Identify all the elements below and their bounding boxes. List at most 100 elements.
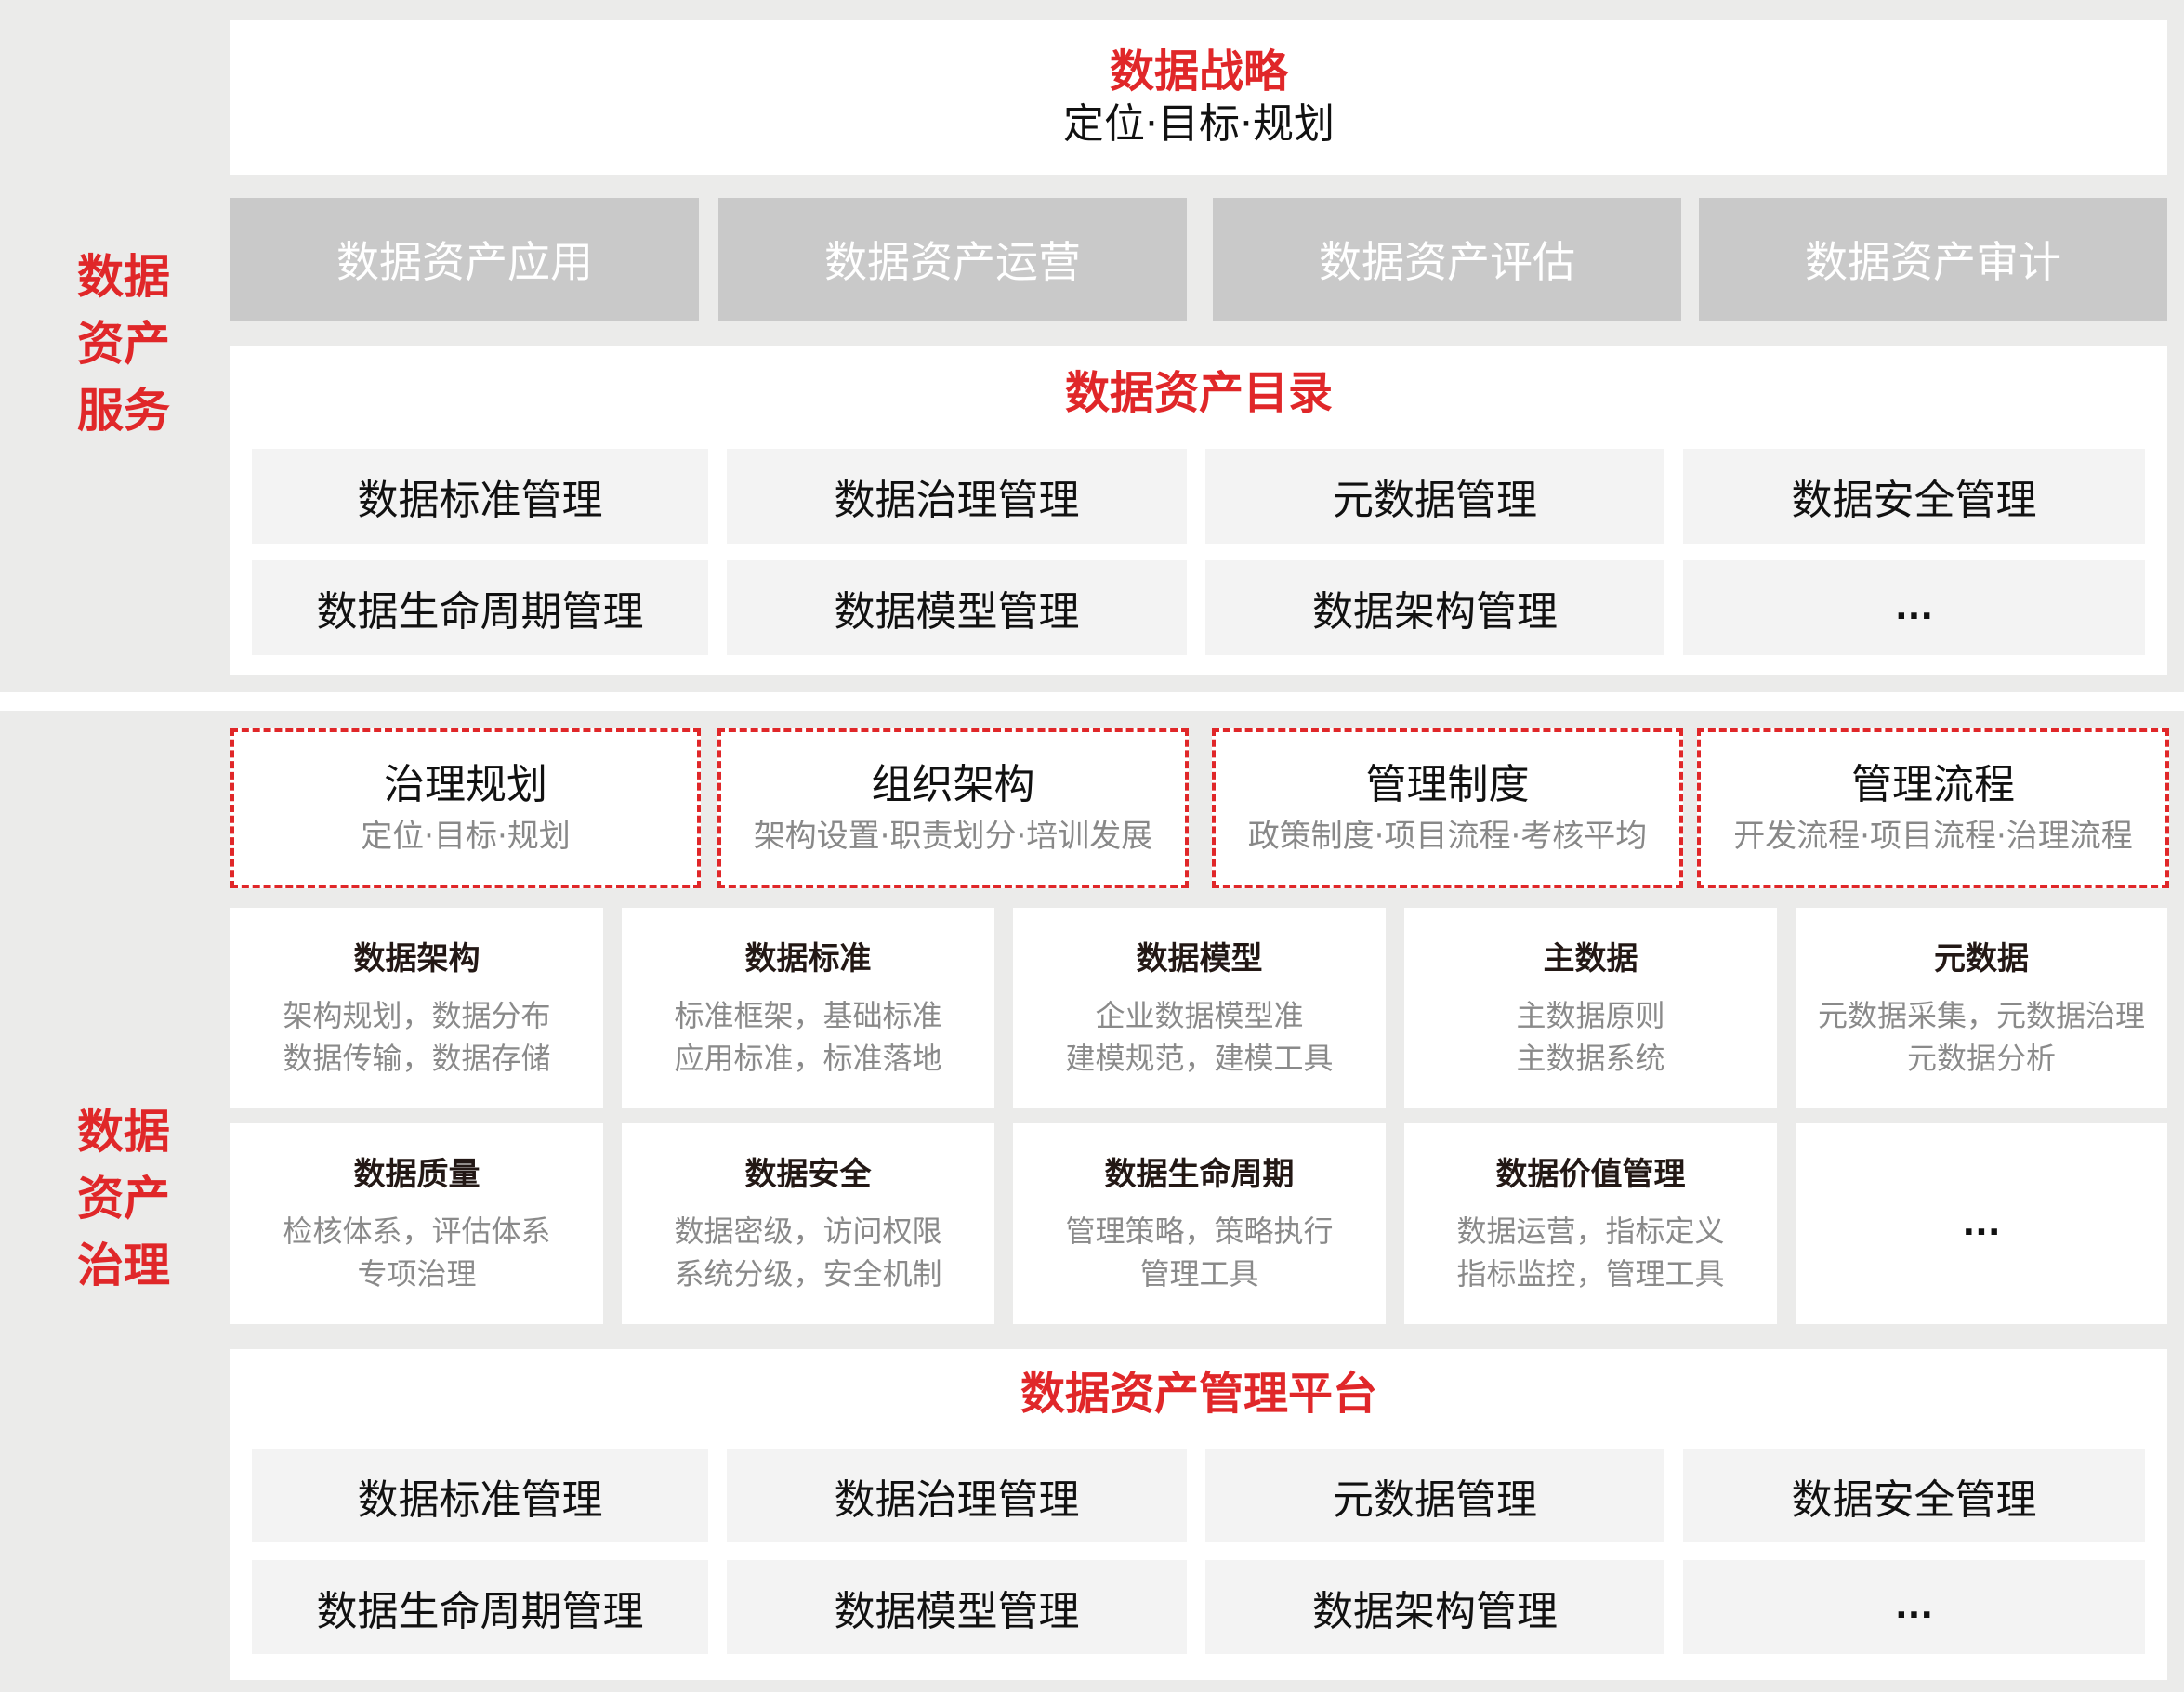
ellipsis-label: ... <box>1894 1588 1934 1626</box>
pillar-subtitle: 政策制度·项目流程·考核平均 <box>1247 818 1648 855</box>
catalog-item-label: 数据安全管理 <box>1791 477 2037 524</box>
card-line: 管理策略，策略执行 <box>1065 1213 1334 1249</box>
strategy-box: 数据战略 定位·目标·规划 <box>230 20 2167 175</box>
card-title: 数据架构 <box>353 939 480 977</box>
label-line: 数据 <box>77 250 170 304</box>
service-section-label: 数据 资产 服务 <box>68 243 179 444</box>
catalog-item: 数据模型管理 <box>727 560 1187 655</box>
pillar-subtitle: 架构设置·职责划分·培训发展 <box>753 818 1153 855</box>
domain-card-model: 数据模型 企业数据模型准 建模规范，建模工具 <box>1013 908 1386 1108</box>
card-line: 管理工具 <box>1139 1256 1259 1292</box>
audit-box: 数据资产审计 <box>1699 198 2167 321</box>
catalog-item: 数据架构管理 <box>1205 560 1664 655</box>
card-title: 主数据 <box>1543 939 1638 977</box>
domain-card-lifecycle: 数据生命周期 管理策略，策略执行 管理工具 <box>1013 1123 1386 1324</box>
pillar-title: 组织架构 <box>871 761 1035 808</box>
catalog-item: 数据安全管理 <box>1683 449 2145 544</box>
card-line: 标准框架，基础标准 <box>674 997 942 1033</box>
card-line: 系统分级，安全机制 <box>674 1256 942 1292</box>
governance-section-label: 数据 资产 治理 <box>68 1098 179 1299</box>
domain-card-value: 数据价值管理 数据运营，指标定义 指标监控，管理工具 <box>1404 1123 1777 1324</box>
card-title: 数据安全 <box>744 1156 872 1193</box>
platform-item-more: ... <box>1683 1560 2145 1654</box>
catalog-item-label: 数据生命周期管理 <box>316 588 644 636</box>
card-line: 主数据原则 <box>1516 997 1665 1033</box>
platform-item-label: 数据生命周期管理 <box>316 1587 644 1635</box>
label-line: 数据 <box>77 1105 170 1159</box>
platform-item: 数据架构管理 <box>1205 1560 1664 1654</box>
card-line: 专项治理 <box>357 1256 477 1292</box>
card-title: 数据质量 <box>353 1156 480 1193</box>
label-line: 资产 <box>77 1172 170 1226</box>
platform-title: 数据资产管理平台 <box>1020 1368 1377 1420</box>
platform-item: 数据生命周期管理 <box>252 1560 708 1654</box>
operation-label: 数据资产运营 <box>824 237 1081 287</box>
operation-box: 数据资产运营 <box>718 198 1187 321</box>
label-line: 治理 <box>77 1239 170 1292</box>
ellipsis-label: ... <box>1962 1204 2001 1243</box>
pillar-title: 治理规划 <box>384 761 547 808</box>
pillar-title: 管理制度 <box>1365 761 1530 808</box>
pillar-governance-planning: 治理规划 定位·目标·规划 <box>230 728 701 888</box>
catalog-item: 元数据管理 <box>1205 449 1664 544</box>
domain-card-standard: 数据标准 标准框架，基础标准 应用标准，标准落地 <box>622 908 994 1108</box>
pillar-subtitle: 定位·目标·规划 <box>361 818 571 855</box>
catalog-item-more: ... <box>1683 560 2145 655</box>
application-label: 数据资产应用 <box>336 237 593 287</box>
pillar-subtitle: 开发流程·项目流程·治理流程 <box>1733 818 2133 855</box>
platform-item-label: 数据模型管理 <box>834 1587 1080 1635</box>
card-line: 元数据采集，元数据治理 <box>1817 997 2145 1033</box>
card-line: 数据运营，指标定义 <box>1456 1213 1725 1249</box>
domain-card-metadata: 元数据 元数据采集，元数据治理 元数据分析 <box>1796 908 2167 1108</box>
card-line: 架构规划，数据分布 <box>283 997 551 1033</box>
evaluation-box: 数据资产评估 <box>1213 198 1681 321</box>
card-line: 数据传输，数据存储 <box>283 1040 551 1076</box>
domain-card-master-data: 主数据 主数据原则 主数据系统 <box>1404 908 1777 1108</box>
card-line: 企业数据模型准 <box>1095 997 1304 1033</box>
pillar-policy: 管理制度 政策制度·项目流程·考核平均 <box>1212 728 1683 888</box>
card-line: 建模规范，建模工具 <box>1065 1040 1334 1076</box>
strategy-subtitle: 定位·目标·规划 <box>1063 100 1335 148</box>
platform-item: 数据治理管理 <box>727 1449 1187 1542</box>
card-line: 主数据系统 <box>1516 1040 1665 1076</box>
card-line: 检核体系，评估体系 <box>283 1213 551 1249</box>
catalog-item-label: 数据模型管理 <box>834 588 1080 636</box>
platform-item: 数据模型管理 <box>727 1560 1187 1654</box>
card-title: 数据价值管理 <box>1495 1156 1686 1193</box>
card-title: 数据模型 <box>1136 939 1263 977</box>
card-line: 指标监控，管理工具 <box>1456 1256 1725 1292</box>
card-line: 元数据分析 <box>1906 1040 2056 1076</box>
pillar-title: 管理流程 <box>1851 761 2015 808</box>
catalog-item-label: 数据标准管理 <box>357 477 603 524</box>
catalog-item-label: 数据治理管理 <box>834 477 1080 524</box>
catalog-item: 数据生命周期管理 <box>252 560 708 655</box>
label-line: 资产 <box>77 317 170 371</box>
catalog-title: 数据资产目录 <box>1064 367 1333 419</box>
platform-item-label: 数据标准管理 <box>357 1476 603 1524</box>
card-title: 元数据 <box>1934 939 2029 977</box>
application-box: 数据资产应用 <box>230 198 699 321</box>
ellipsis-label: ... <box>1894 588 1934 627</box>
platform-item-label: 数据架构管理 <box>1312 1587 1558 1635</box>
domain-card-architecture: 数据架构 架构规划，数据分布 数据传输，数据存储 <box>230 908 603 1108</box>
platform-item-label: 数据安全管理 <box>1791 1476 2037 1524</box>
strategy-title: 数据战略 <box>1109 46 1288 98</box>
platform-item-label: 元数据管理 <box>1333 1476 1537 1524</box>
domain-card-more: ... <box>1796 1123 2167 1324</box>
pillar-organization: 组织架构 架构设置·职责划分·培训发展 <box>717 728 1189 888</box>
catalog-item-label: 元数据管理 <box>1333 477 1537 524</box>
audit-label: 数据资产审计 <box>1805 237 2061 287</box>
catalog-item: 数据标准管理 <box>252 449 708 544</box>
card-line: 数据密级，访问权限 <box>674 1213 942 1249</box>
platform-item: 数据标准管理 <box>252 1449 708 1542</box>
domain-card-quality: 数据质量 检核体系，评估体系 专项治理 <box>230 1123 603 1324</box>
evaluation-label: 数据资产评估 <box>1319 237 1575 287</box>
platform-item: 数据安全管理 <box>1683 1449 2145 1542</box>
catalog-item: 数据治理管理 <box>727 449 1187 544</box>
card-title: 数据生命周期 <box>1104 1156 1295 1193</box>
platform-item-label: 数据治理管理 <box>834 1476 1080 1524</box>
pillar-process: 管理流程 开发流程·项目流程·治理流程 <box>1697 728 2169 888</box>
platform-item: 元数据管理 <box>1205 1449 1664 1542</box>
card-line: 应用标准，标准落地 <box>674 1040 942 1076</box>
domain-card-security: 数据安全 数据密级，访问权限 系统分级，安全机制 <box>622 1123 994 1324</box>
